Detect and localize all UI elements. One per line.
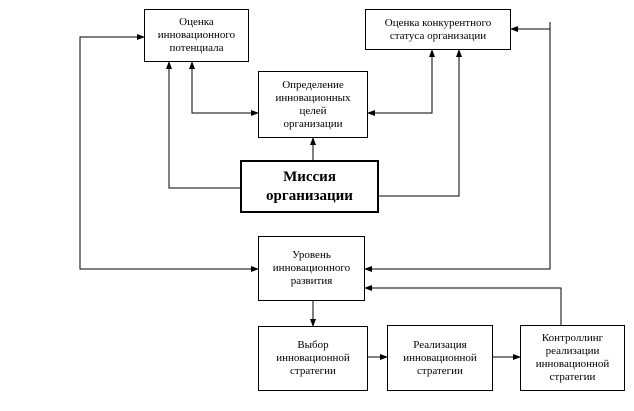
arrow-mission-to-potential	[166, 61, 241, 189]
arrow-controlling-to-level	[364, 285, 562, 325]
box-innovation-level: Уровень инновационного развития	[258, 236, 365, 301]
arrow-level-competitive-loop	[364, 26, 551, 272]
box-strategy-implementation: Реализация инновационной стратегии	[387, 325, 493, 391]
box-strategy-controlling-label: Контроллинг реализации инновационной стр…	[535, 332, 610, 383]
box-strategy-controlling: Контроллинг реализации инновационной стр…	[520, 325, 625, 391]
box-strategy-choice-label: Выбор инновационной стратегии	[276, 339, 350, 377]
box-innovation-level-label: Уровень инновационного развития	[272, 249, 351, 287]
box-competitive-status-label: Оценка конкурентного статуса организации	[384, 16, 492, 42]
arrow-mission-to-competitive	[379, 49, 462, 197]
box-innovation-potential: Оценка инновационного потенциала	[144, 9, 249, 62]
box-strategy-choice: Выбор инновационной стратегии	[258, 326, 368, 391]
box-strategy-implementation-label: Реализация инновационной стратегии	[403, 338, 477, 377]
box-innovation-goals: Определение инновационных целей организа…	[258, 71, 368, 138]
box-innovation-potential-label: Оценка инновационного потенциала	[157, 16, 236, 54]
arrow-goals-competitive	[367, 49, 435, 116]
box-competitive-status: Оценка конкурентного статуса организации	[365, 9, 511, 50]
arrow-level-potential-loop	[79, 34, 259, 272]
box-innovation-goals-label: Определение инновационных целей организа…	[275, 78, 351, 130]
arrow-goals-potential	[189, 61, 259, 116]
box-mission: Миссия организации	[240, 160, 379, 213]
box-mission-label: Миссия организации	[266, 168, 353, 204]
